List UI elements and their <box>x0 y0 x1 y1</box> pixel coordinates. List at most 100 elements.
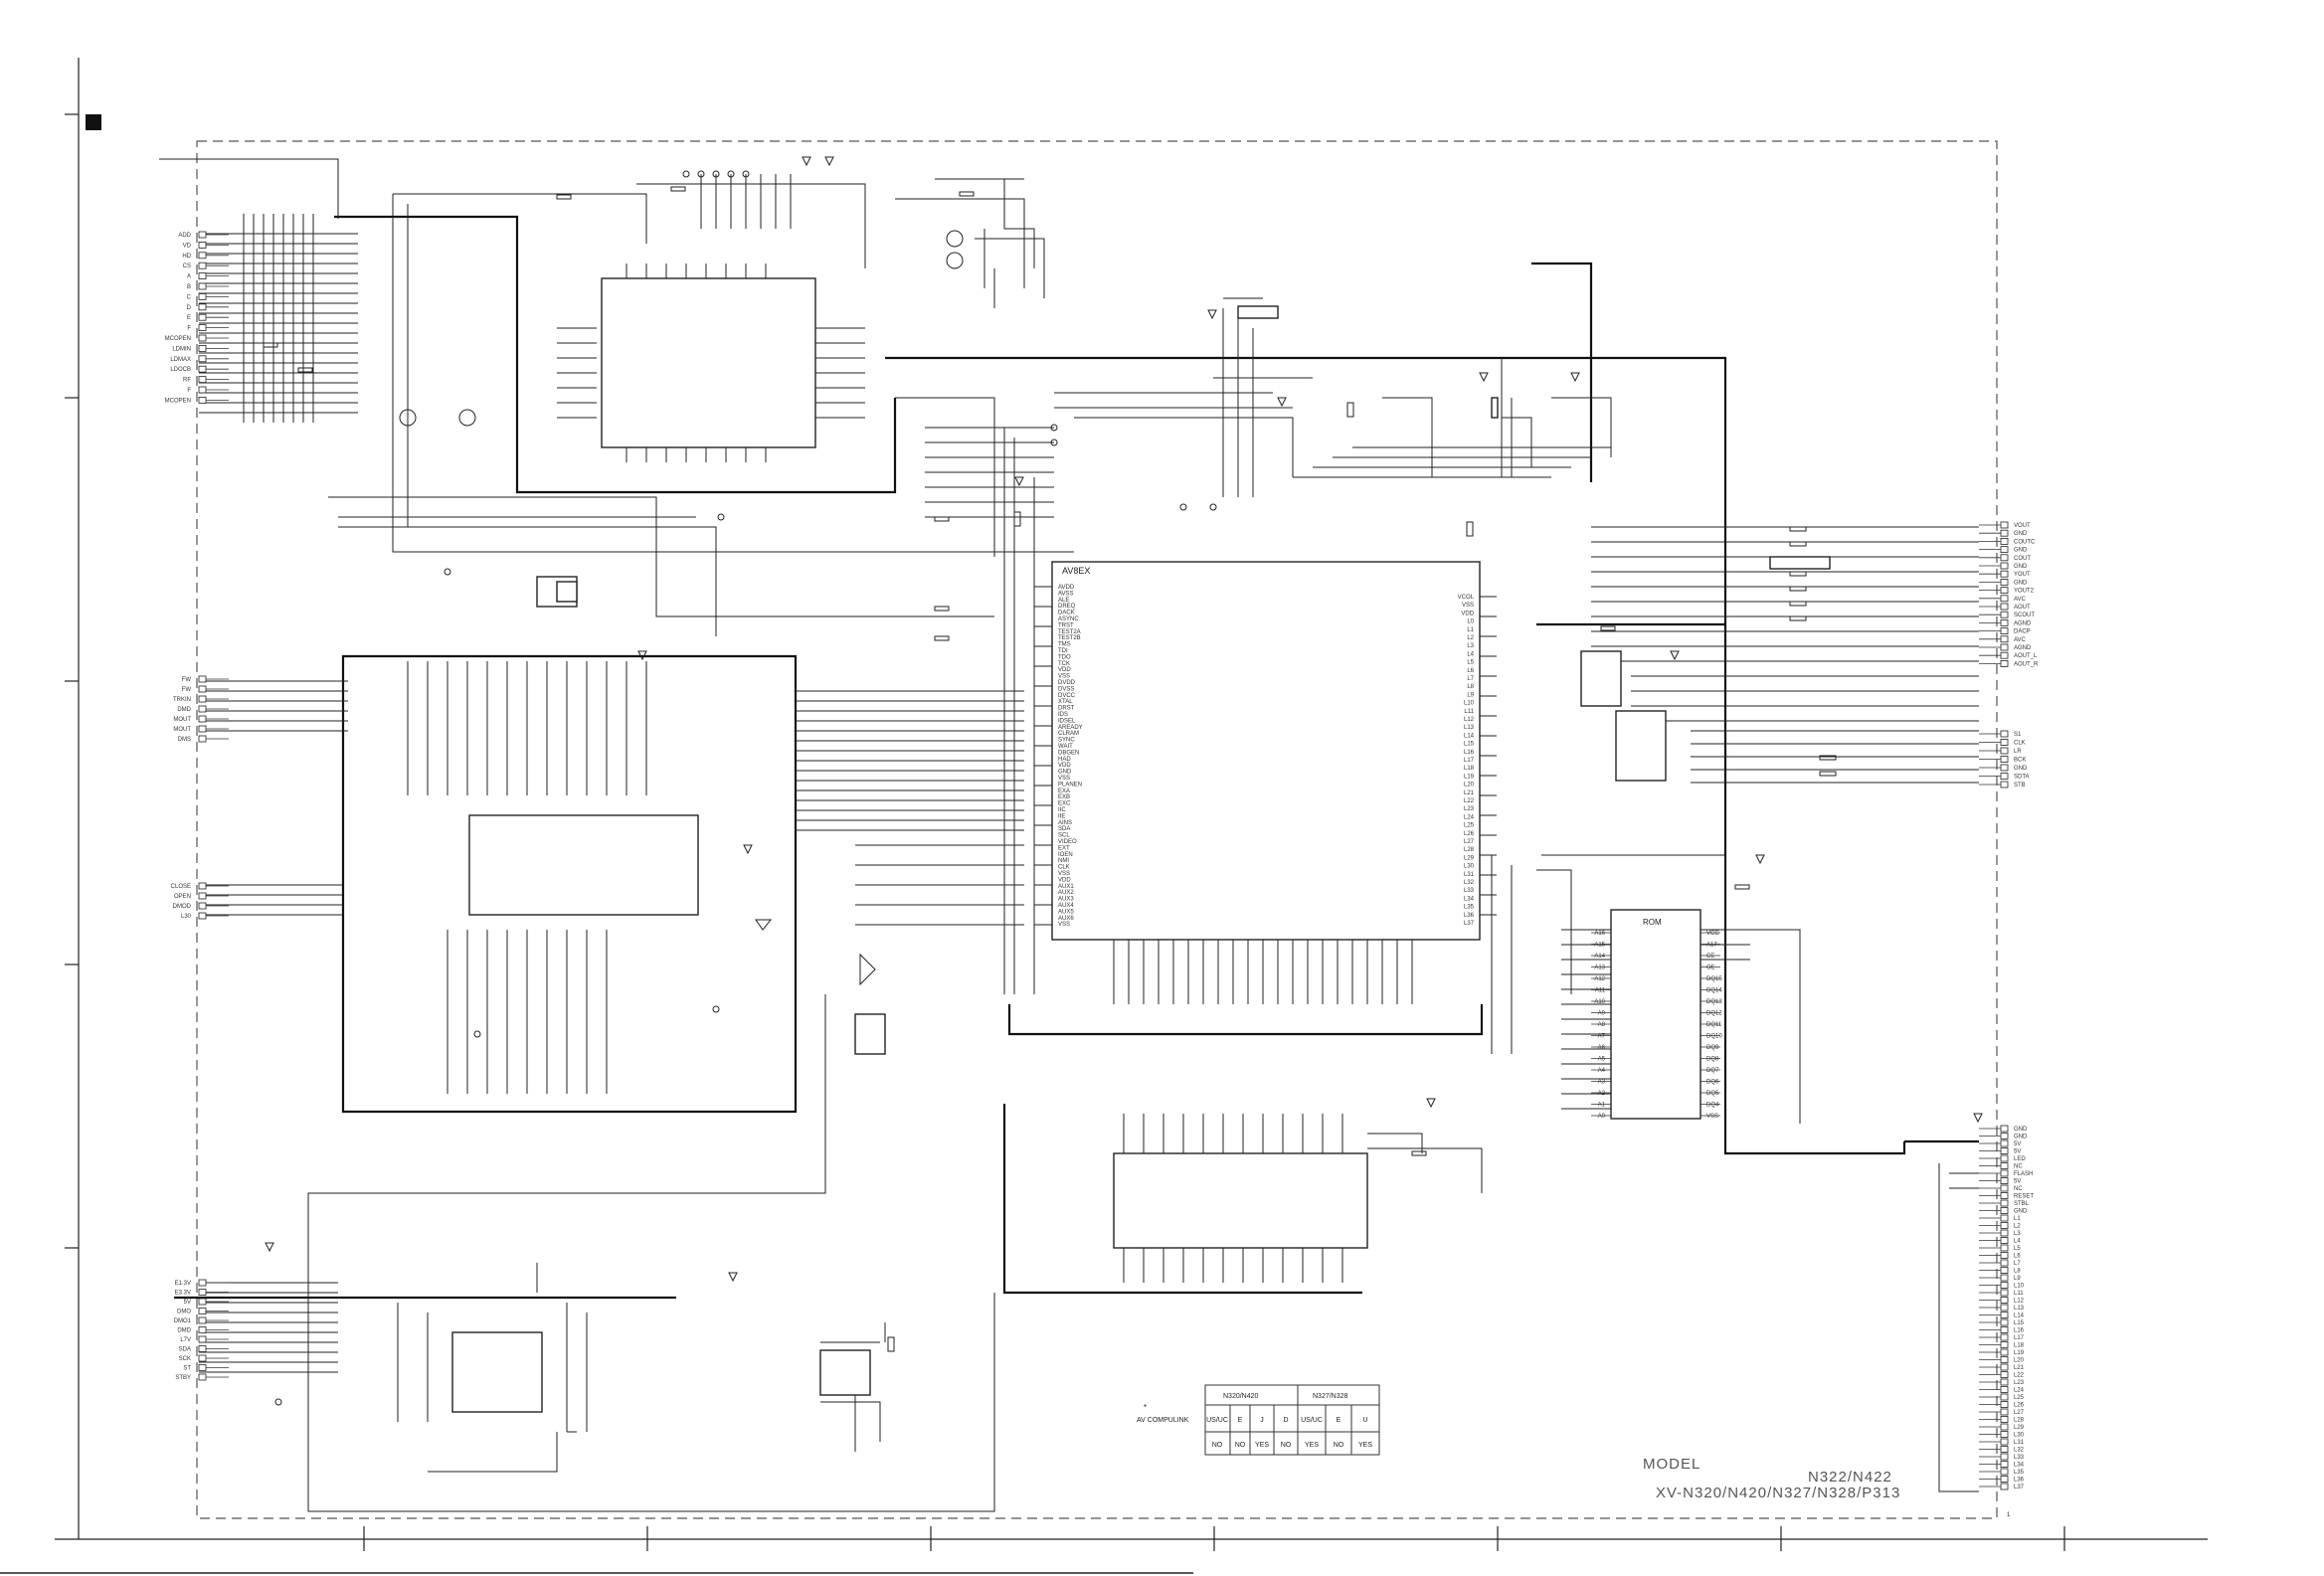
audio-ic <box>1615 710 1667 782</box>
connector-pin-label: L7V <box>180 1337 191 1343</box>
connector-pin-label: MOUT <box>173 717 191 723</box>
main-chip-pin: SCL <box>1058 833 1070 839</box>
rom-pin: A15 <box>1594 943 1605 949</box>
main-chip-pin: VDD <box>1058 877 1071 883</box>
connector-pin-label: TRKIN <box>173 697 191 703</box>
main-chip-pin: TEST2B <box>1058 635 1081 641</box>
connector-pin-label: NC <box>2014 1186 2023 1192</box>
connector-pin-label: GND <box>2014 548 2028 554</box>
connector-pin-label: STBL <box>2014 1201 2030 1207</box>
dac-chip <box>1580 650 1622 707</box>
connector-pin-label: A <box>187 274 191 280</box>
connector-pin-label: 5V <box>2014 1149 2021 1155</box>
main-chip-pin: L34 <box>1464 896 1475 902</box>
connector-pin-label: YOUT <box>2014 572 2031 578</box>
main-chip-pin: DVSS <box>1058 686 1074 692</box>
connector-pin-label: DMO1 <box>174 1318 192 1324</box>
connector-pin-label: L11 <box>2014 1291 2024 1297</box>
table-value-cell: NO <box>1281 1442 1292 1449</box>
transistor-q3 <box>399 409 417 427</box>
connector-pin-label: B <box>187 284 191 290</box>
main-chip-pin: AINS <box>1058 820 1072 826</box>
connector-pin-label: GND <box>2014 531 2028 537</box>
model-line-2: XV-N320/N420/N327/N328/P313 <box>1656 1485 1900 1501</box>
main-chip-pin: L6 <box>1467 668 1474 674</box>
main-chip-pin-labels-right: VCOLVSSVDDL0L1L2L3L4L5L6L7L8L9L10L11L12L… <box>1458 595 1475 927</box>
rom-pin: A17 <box>1706 943 1717 949</box>
connector-pin-label: STB <box>2014 783 2026 788</box>
main-chip-pin: DVDD <box>1058 680 1076 686</box>
connector-pin-label: L27 <box>2014 1410 2025 1416</box>
main-chip-pin: VSS <box>1058 776 1070 782</box>
rom-pin: DQ6 <box>1706 1080 1719 1086</box>
rom-pin: CE <box>1706 954 1714 960</box>
rom-pin: DQ11 <box>1706 1022 1722 1028</box>
main-chip-pin: VSS <box>1462 603 1474 609</box>
main-chip-pin: L22 <box>1464 798 1475 804</box>
connector-pin-label: S1 <box>2014 732 2022 738</box>
main-chip-pin: L1 <box>1467 627 1474 633</box>
main-chip-pin: TCK <box>1058 661 1070 667</box>
table-value-cell: NO <box>1212 1442 1223 1449</box>
jumper-connector <box>1237 305 1279 319</box>
connector-pin-label: L20 <box>2014 1358 2025 1364</box>
connector-pin-label: SDA <box>179 1347 191 1353</box>
diode <box>755 919 773 931</box>
main-chip-pin: L24 <box>1464 814 1475 820</box>
main-chip-pin: AUX5 <box>1058 909 1074 915</box>
connector-pin-label: L21 <box>2014 1365 2025 1371</box>
connector-pin-label: AOUT_L <box>2014 653 2038 659</box>
rom-chip <box>1610 909 1701 1120</box>
connector-pin-label: L32 <box>2014 1448 2025 1454</box>
rom-pin: A8 <box>1598 1022 1606 1028</box>
connector-pin-label: BCK <box>2014 758 2026 764</box>
main-chip-pin: L10 <box>1464 701 1475 707</box>
connector-pin-label: SCOUT <box>2014 613 2035 618</box>
main-chip-pin: CLK <box>1058 865 1070 871</box>
crystal <box>556 581 578 603</box>
connector-pin-label: E1.3V <box>175 1281 191 1287</box>
label-strip <box>1769 556 1831 570</box>
main-chip-pin: VSS <box>1058 871 1070 877</box>
connector-pin-label: E3.3V <box>175 1291 191 1297</box>
connector-pin-label: E <box>187 315 191 321</box>
main-chip-pin: AUX2 <box>1058 890 1074 896</box>
connector-pin-label: L17 <box>2014 1335 2025 1341</box>
main-chip-pin: L37 <box>1464 921 1475 927</box>
main-chip-pin: VSS <box>1058 674 1070 680</box>
main-chip-pin: EXA <box>1058 788 1070 794</box>
main-chip-pin: L16 <box>1464 750 1475 756</box>
connector-pin-label: L28 <box>2014 1418 2025 1424</box>
main-chip-pin: TRST <box>1058 622 1074 628</box>
main-chip-pin: TDO <box>1058 654 1071 660</box>
main-chip-pin: DBGEN <box>1058 750 1079 756</box>
connector-pin-label: L25 <box>2014 1395 2025 1401</box>
main-chip-pin: L26 <box>1464 831 1475 837</box>
main-chip-pin: AVSS <box>1058 591 1074 597</box>
connector-pin-label: C <box>187 294 192 300</box>
connector-pin-label: L23 <box>2014 1380 2025 1386</box>
rom-pin: DQ12 <box>1706 1011 1722 1017</box>
main-chip-pin: AVDD <box>1058 585 1075 591</box>
main-chip-pin: L12 <box>1464 717 1475 723</box>
connector-pin-label: AVC <box>2014 597 2027 603</box>
main-chip-pin: IIE <box>1058 813 1065 819</box>
model-label: MODEL <box>1643 1456 1700 1473</box>
main-chip-name: AV8EX <box>1062 566 1090 576</box>
main-chip-pin: L17 <box>1464 758 1475 764</box>
main-chip-pin: TEST2A <box>1058 629 1081 635</box>
connector-pin-label: LR <box>2014 749 2022 755</box>
main-chip-pin-stubs <box>1034 586 1497 926</box>
main-chip-pin: EXT <box>1058 845 1070 851</box>
main-chip-pin: L35 <box>1464 905 1475 911</box>
main-chip-pin: VCOL <box>1458 595 1475 601</box>
connector-pin-label: LDOCB <box>170 367 191 373</box>
connector-pin-label: SCK <box>179 1356 191 1362</box>
main-chip-pin: SYNC <box>1058 738 1075 744</box>
connector-pin-label: AOUT <box>2014 605 2031 611</box>
connector-pin-label: MOUT <box>173 727 191 733</box>
connector-pin-label: L15 <box>2014 1320 2025 1326</box>
